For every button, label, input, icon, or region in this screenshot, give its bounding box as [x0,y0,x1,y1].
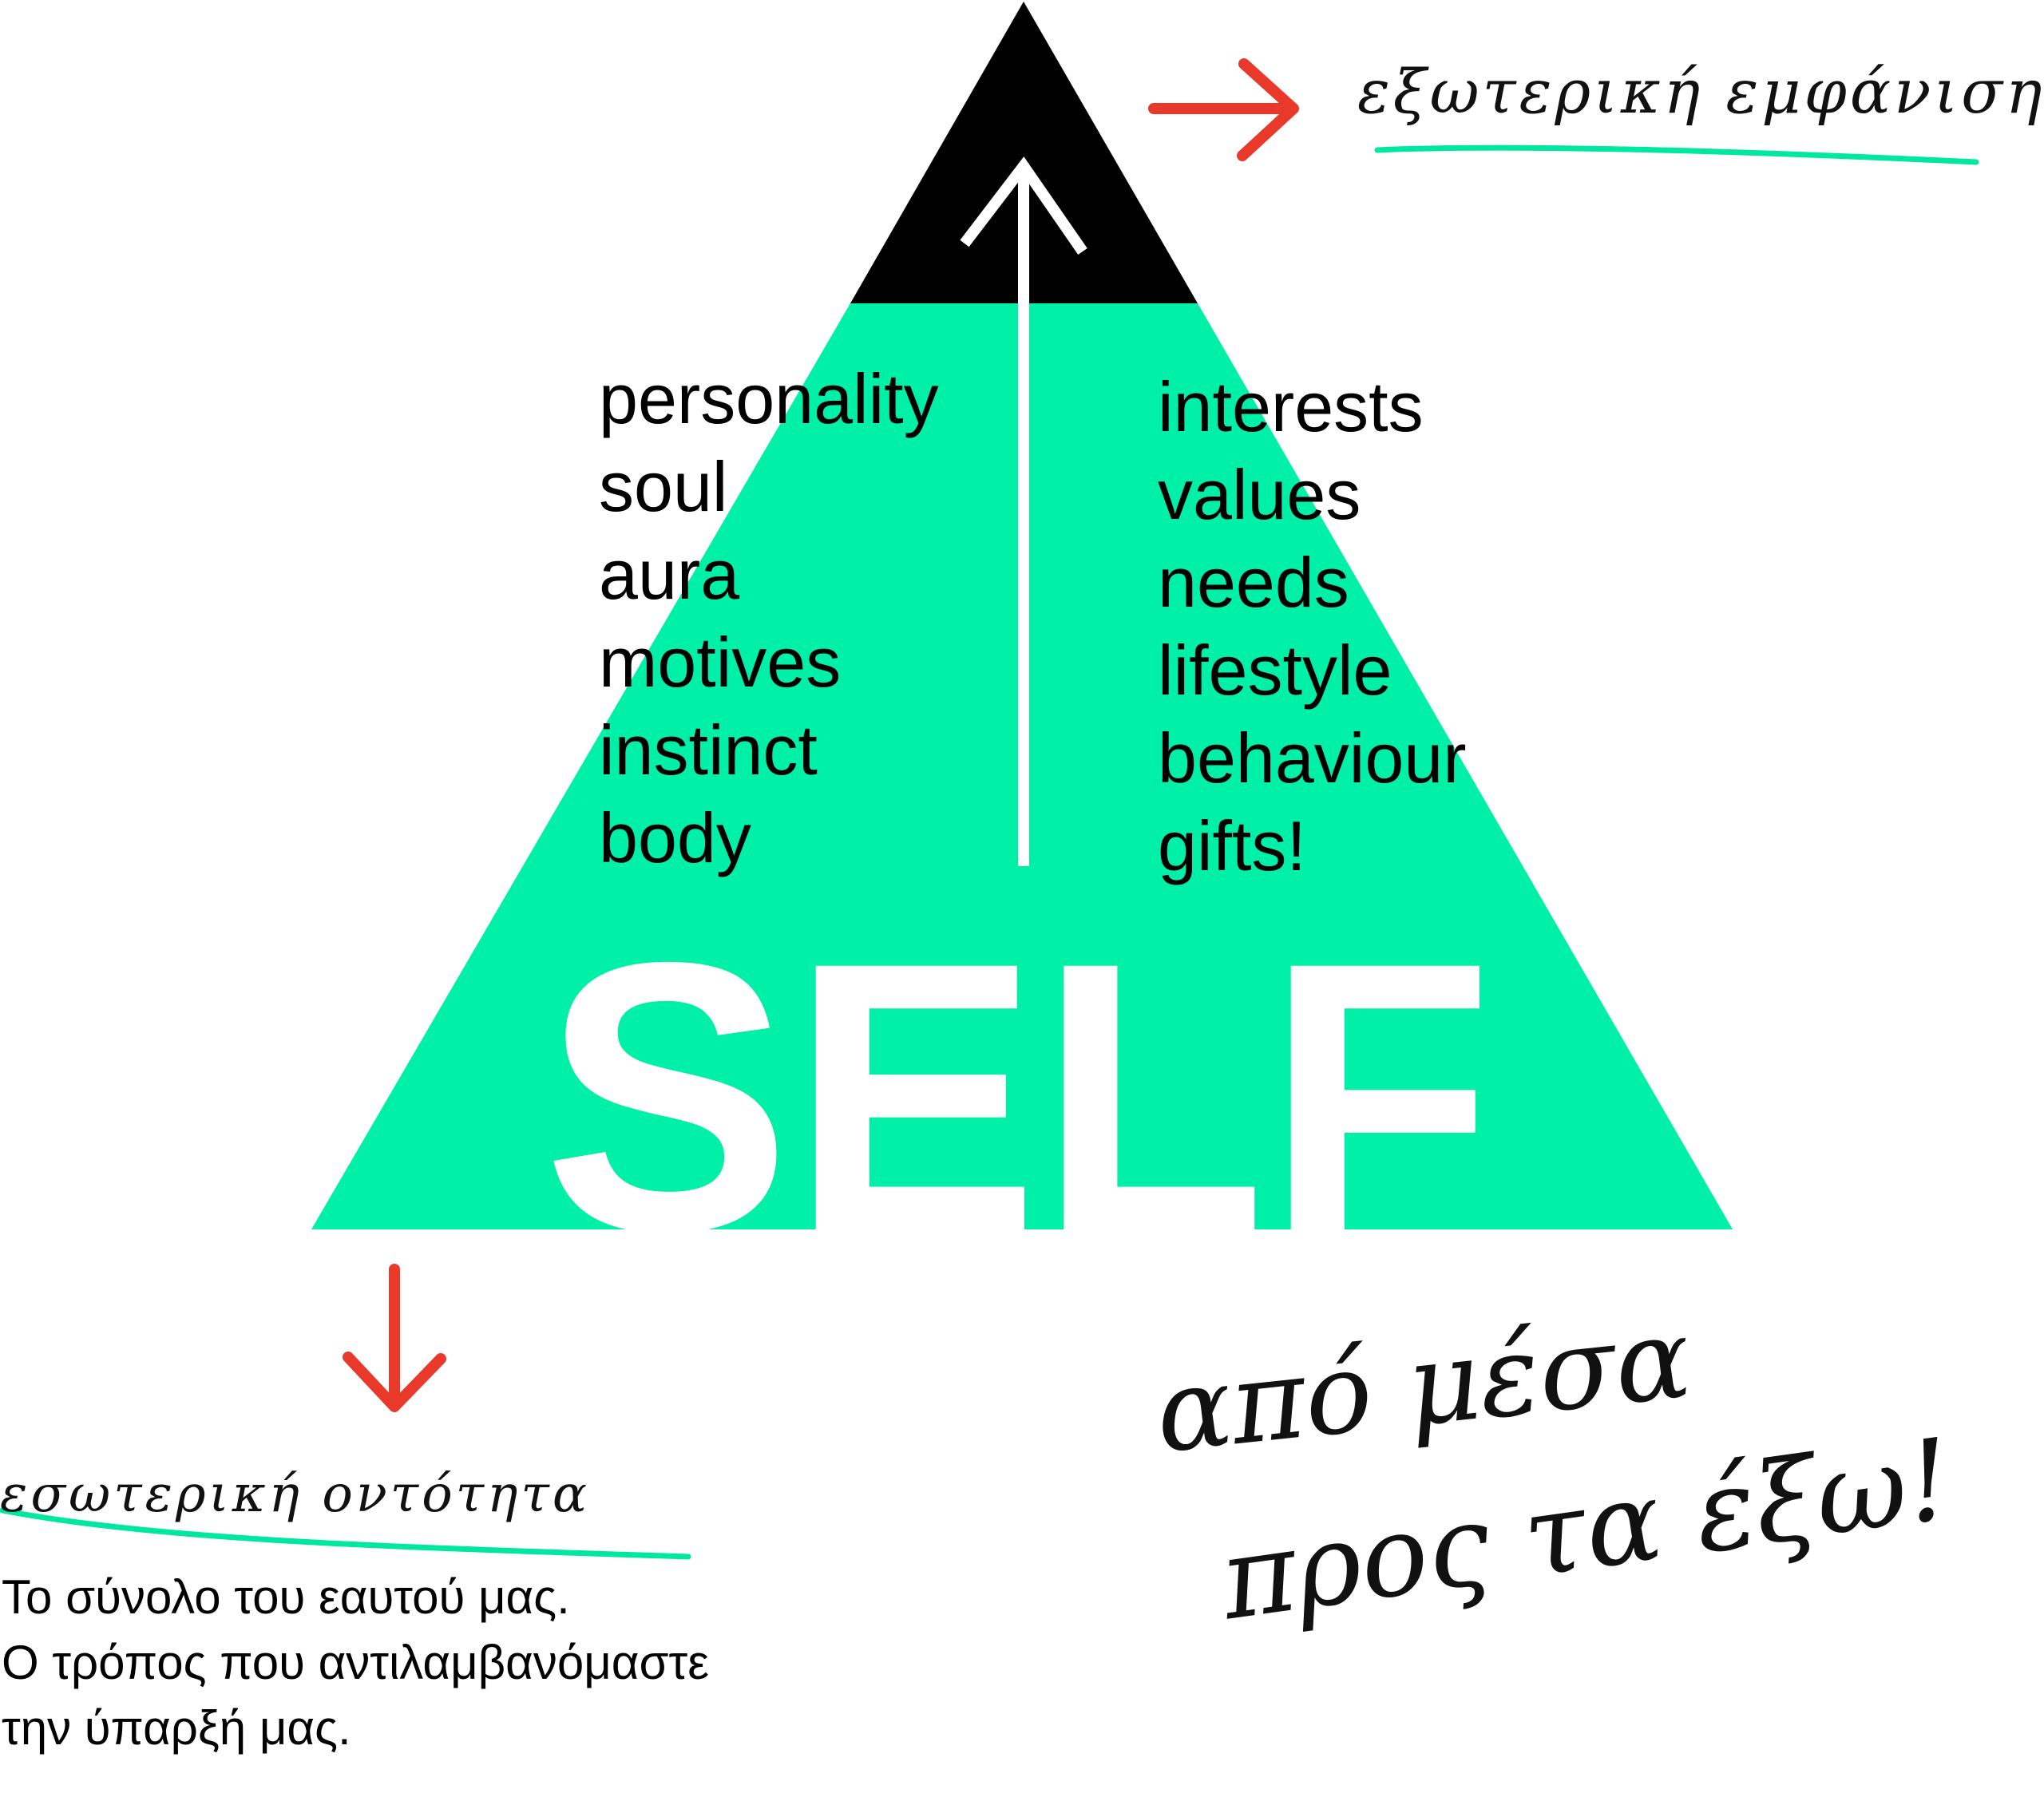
caption-line: την ύπαρξή μας. [2,1701,351,1755]
list-item: interests [1158,367,1424,446]
pyramid-apex [850,2,1198,303]
list-item: motives [599,623,842,702]
caption-line: Ο τρόπος που αντιλαμβανόμαστε [2,1636,709,1689]
list-item: gifts! [1158,806,1306,885]
pyramid-right-list: interests values needs lifestyle behavio… [1158,363,1467,890]
list-item: personality [599,359,939,438]
up-arrow-icon [960,156,1087,866]
down-arrow-icon [343,1264,446,1412]
list-item: aura [599,535,740,614]
outer-appearance-label: εξωτερική εμφάνιση [1357,56,2044,127]
right-arrow-icon [1148,58,1299,161]
list-item: body [599,798,751,877]
list-item: soul [599,447,728,526]
pyramid-left-list: personality soul aura motives instinct b… [599,355,939,882]
list-item: values [1158,455,1361,534]
outer-underline [1374,144,1979,165]
caption: Το σύνολο του εαυτού μας. Ο τρόπος που α… [2,1565,709,1761]
inner-underline [0,1507,691,1560]
list-item: behaviour [1158,718,1467,798]
list-item: lifestyle [1158,631,1392,710]
list-item: needs [1158,543,1349,622]
caption-line: Το σύνολο του εαυτού μας. [2,1570,570,1624]
list-item: instinct [599,710,818,790]
inner-entity-label: εσωτερική οντότητα [0,1465,591,1524]
self-title: SELF [543,882,1493,1311]
